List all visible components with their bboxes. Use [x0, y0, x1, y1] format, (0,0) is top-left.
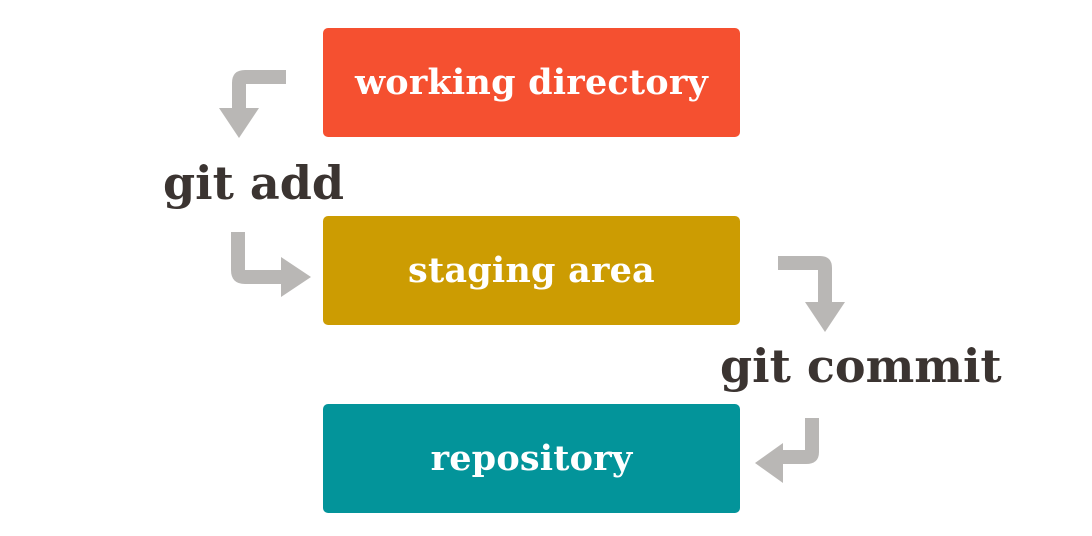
repository-box: repository — [323, 404, 740, 513]
git-add-label: git add — [163, 156, 345, 210]
working-directory-box: working directory — [323, 28, 740, 137]
staging-area-label: staging area — [408, 250, 655, 291]
repository-label: repository — [430, 438, 633, 479]
staging-area-box: staging area — [323, 216, 740, 325]
arrow-commit-to-repo-icon — [755, 418, 819, 483]
working-directory-label: working directory — [354, 62, 709, 103]
arrow-working-to-add-icon — [219, 70, 286, 138]
arrow-staging-to-commit-icon — [778, 256, 845, 332]
arrow-add-to-staging-icon — [231, 232, 311, 297]
git-commit-label: git commit — [720, 339, 1002, 393]
